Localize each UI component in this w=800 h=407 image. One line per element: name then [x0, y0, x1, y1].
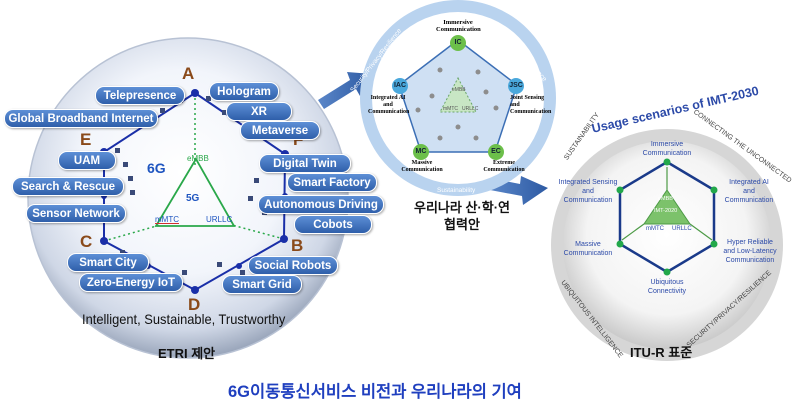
- korea-caption: 우리나라 산·학·연 협력안: [414, 200, 510, 232]
- korea-urllc: URLLC: [462, 106, 479, 112]
- etri-green-triangle: [154, 157, 236, 227]
- etri-node-c: [100, 237, 108, 245]
- itu-node-immersive: Immersive Communication: [642, 141, 692, 157]
- itu-embb: eMBB: [658, 196, 673, 202]
- itu-nodes: [616, 158, 718, 276]
- etri-caption: ETRI 제안: [158, 346, 216, 361]
- etri-letter-c: C: [80, 232, 93, 251]
- korea-label-mc: Massive Communication: [401, 160, 443, 173]
- korea-abbr-ec: EC: [491, 148, 501, 155]
- pill-smart-factory: Smart Factory: [287, 173, 377, 192]
- etri-letter-e: E: [80, 130, 92, 149]
- pill-sensor-network: Sensor Network: [26, 204, 126, 223]
- itu-node-massive: Massive Communication: [563, 241, 613, 257]
- itu-inner: [563, 141, 771, 349]
- pill-uam: UAM: [58, 151, 116, 170]
- itu-mmtc: mMTC: [646, 226, 664, 232]
- itu-urllc: URLLC: [672, 226, 692, 232]
- etri-6g-label: 6G: [147, 160, 166, 176]
- etri-node-b: [280, 235, 288, 243]
- korea-label-ec: Extreme Communication: [483, 160, 525, 173]
- pill-zero-energy-iot: Zero-Energy IoT: [79, 273, 183, 292]
- etri-urllc-label: URLLC: [206, 215, 233, 224]
- itu-node-ai: Integrated AI and Communication: [724, 179, 774, 204]
- itu-imt2020: IMT-2020: [654, 208, 678, 214]
- pill-smart-grid: Smart Grid: [222, 275, 302, 294]
- korea-embb: eMBB: [452, 87, 466, 93]
- korea-abbr-ic: IC: [454, 39, 462, 46]
- arrow-to-korea: [318, 72, 372, 109]
- korea-label-ic: Immersive Communication: [436, 19, 481, 33]
- etri-node-a: [191, 89, 199, 97]
- korea-abbr-iac: IAC: [393, 82, 407, 89]
- pill-autonomous-driving: Autonomous Driving: [258, 195, 384, 214]
- etri-dotted-triangle: [103, 93, 285, 242]
- pill-global-broadband: Global Broadband Internet: [4, 109, 158, 128]
- etri-node-d: [191, 286, 199, 294]
- itu-caption: ITU-R 표준: [630, 345, 693, 360]
- pill-hologram: Hologram: [209, 82, 279, 101]
- footer-title: 6G이동통신서비스 비전과 우리나라의 기여: [228, 383, 522, 401]
- itu-node-sensing: Integrated Sensing and Communication: [558, 179, 618, 204]
- pill-social-robots: Social Robots: [248, 256, 338, 275]
- pill-search-rescue: Search & Rescue: [12, 177, 124, 196]
- korea-inner-triangle: [439, 76, 477, 113]
- pill-digital-twin: Digital Twin: [259, 154, 351, 173]
- korea-label-jsc: Joint Sensing and Communication: [510, 95, 552, 115]
- korea-ring-bottom: Sustainability: [437, 187, 476, 194]
- itu-node-hrllc: Hyper Reliable and Low-Latency Communica…: [723, 239, 777, 264]
- itu-node-ubiquitous: Ubiquitous Connectivity: [647, 279, 687, 295]
- itu-green-triangle: [643, 189, 691, 225]
- etri-letter-d: D: [188, 295, 201, 314]
- pill-metaverse: Metaverse: [240, 121, 320, 140]
- pill-xr: XR: [226, 102, 292, 121]
- korea-abbr-mc: MC: [415, 148, 427, 155]
- etri-mmtc-label: mMTC: [155, 215, 179, 224]
- pill-telepresence: Telepresence: [95, 86, 185, 105]
- etri-letter-b: B: [291, 236, 304, 255]
- etri-embb-label: eMBB: [187, 154, 209, 163]
- etri-5g-label: 5G: [186, 193, 200, 204]
- etri-tagline: Intelligent, Sustainable, Trustworthy: [82, 311, 286, 327]
- korea-mmtc: mMTC: [443, 106, 458, 112]
- pill-smart-city: Smart City: [67, 253, 149, 272]
- etri-letter-a: A: [182, 64, 195, 83]
- korea-abbr-jsc: JSC: [509, 82, 523, 89]
- korea-label-iac: Integrated AI and Communication: [368, 95, 410, 115]
- pill-cobots: Cobots: [294, 215, 372, 234]
- korea-nodes: [392, 35, 524, 160]
